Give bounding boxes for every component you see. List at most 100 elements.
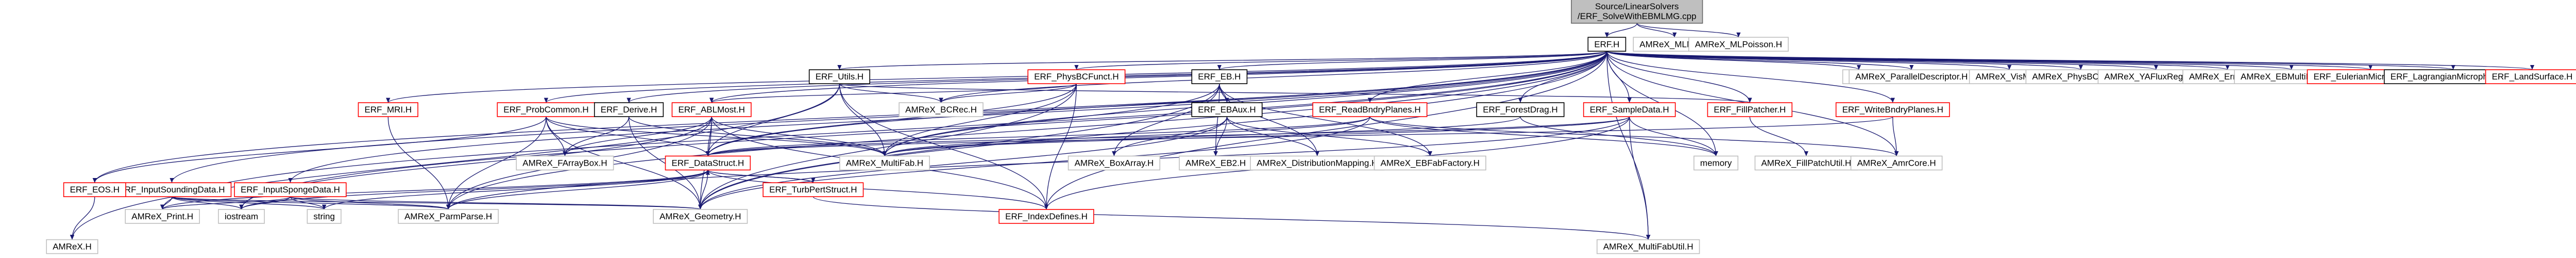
node-sampledata[interactable]: ERF_SampleData.H [1583, 102, 1676, 117]
node-label: string [313, 212, 335, 221]
node-label: iostream [225, 212, 258, 221]
edge-erf-to-iostream [239, 51, 1607, 209]
edge-sampledata-to-multifabutil [1629, 117, 1651, 240]
node-box [998, 209, 1094, 224]
edge-ebaux-to-ebfabfactory [1226, 116, 1432, 156]
node-eb2[interactable]: AMReX_EB2.H [1179, 155, 1252, 171]
node-box [808, 69, 871, 85]
node-label: AMReX_EBFabFactory.H [1381, 158, 1480, 168]
edge-erf-to-eb [1217, 51, 1607, 70]
dependency-edges [70, 23, 2534, 240]
node-landsurface[interactable]: ERF_LandSurface.H [2485, 69, 2576, 85]
node-boxarray[interactable]: AMReX_BoxArray.H [1067, 155, 1161, 171]
edge-eb-to-ebfabfactory [1219, 84, 1432, 156]
edge-erf-to-parmparse [446, 51, 1607, 209]
node-readbndry[interactable]: ERF_ReadBndryPlanes.H [1312, 102, 1428, 117]
node-bcrec[interactable]: AMReX_BCRec.H [899, 102, 984, 117]
node-box [594, 102, 664, 117]
node-box [63, 182, 126, 197]
node-eos[interactable]: ERF_EOS.H [63, 182, 126, 197]
node-ebaux[interactable]: ERF_EBAux.H [1191, 102, 1263, 117]
node-abl[interactable]: ERF_ABLMost.H [671, 102, 752, 117]
edge-sampledata-to-datastruct [706, 116, 1630, 156]
edge-writebndry-to-amrcore [1892, 117, 1899, 156]
node-label: AMReX_Print.H [131, 212, 193, 221]
edge-erf-to-print [160, 51, 1607, 209]
edge-erf-to-abl [709, 51, 1607, 103]
node-datastruct[interactable]: ERF_DataStruct.H [665, 155, 751, 171]
edge-datastruct-to-string [322, 170, 708, 210]
node-fillpatcher[interactable]: ERF_FillPatcher.H [1707, 102, 1793, 117]
node-writebndry[interactable]: ERF_WriteBndryPlanes.H [1835, 102, 1950, 117]
node-box [497, 102, 596, 117]
edge-turbstruct-to-multifabutil [812, 196, 1651, 240]
edge-ptime-to-indexdefines [1044, 84, 1077, 209]
node-box [1312, 102, 1428, 117]
node-ebfabfactory[interactable]: AMReX_EBFabFactory.H [1374, 155, 1486, 171]
node-multifab[interactable]: AMReX_MultiFab.H [839, 155, 930, 171]
node-input_sounding[interactable]: ERF_InputSoundingData.H [112, 182, 232, 197]
edge-probcommon-to-farraybox [546, 117, 567, 156]
edge-datastruct-to-indexdefines [707, 170, 1049, 210]
node-geometry[interactable]: AMReX_Geometry.H [653, 209, 748, 224]
node-iostream[interactable]: iostream [218, 209, 265, 224]
edge-derive-to-geometry [628, 117, 703, 209]
node-root: Source/LinearSolvers/ERF_SolveWithEBMLMG… [1571, 0, 1703, 24]
edge-abl-to-multifab [711, 116, 887, 156]
node-label: ERF_ReadBndryPlanes.H [1319, 105, 1420, 115]
node-memory[interactable]: memory [1693, 155, 1739, 171]
node-string[interactable]: string [307, 209, 342, 224]
node-label: ERF_LandSurface.H [2492, 72, 2573, 82]
node-box [1191, 69, 1248, 85]
node-indexdefines[interactable]: ERF_IndexDefines.H [998, 209, 1094, 224]
node-input_sponge[interactable]: ERF_InputSpongeData.H [234, 182, 347, 197]
node-utils[interactable]: ERF_Utils.H [808, 69, 871, 85]
node-label: ERF_InputSpongeData.H [241, 185, 340, 195]
edge-sampledata-to-memory [1629, 116, 1718, 156]
node-box [762, 182, 864, 197]
node-derive[interactable]: ERF_Derive.H [594, 102, 664, 117]
node-label: AMReX_FArrayBox.H [522, 158, 607, 168]
node-label: AMReX_BCRec.H [905, 105, 977, 115]
node-fillpatchutil[interactable]: AMReX_FillPatchUtil.H [1754, 155, 1858, 171]
edge-eb-to-eb2 [1213, 84, 1220, 156]
node-paralleldesc[interactable]: AMReX_ParallelDescriptor.H [1849, 69, 1975, 85]
node-farraybox[interactable]: AMReX_FArrayBox.H [516, 155, 614, 171]
node-mrf[interactable]: ERF_MRI.H [358, 102, 418, 117]
node-mlpoisson[interactable]: AMReX_MLPoisson.H [1688, 37, 1789, 52]
edge-erf-to-mrf [386, 51, 1607, 103]
node-forestdrag[interactable]: ERF_ForestDrag.H [1476, 102, 1565, 117]
edge-ptime-to-bcrec [939, 83, 1077, 103]
node-label: AMReX_Geometry.H [659, 212, 741, 221]
node-box [653, 209, 748, 224]
node-parmparse[interactable]: AMReX_ParmParse.H [398, 209, 499, 224]
edge-utils-to-datastruct [705, 84, 840, 156]
node-label: ERF_ForestDrag.H [1483, 105, 1557, 115]
node-box [665, 155, 751, 171]
node-label: /ERF_SolveWithEBMLMG.cpp [1578, 11, 1697, 21]
node-box [1850, 155, 1943, 171]
node-box [125, 209, 200, 224]
node-erf[interactable]: ERF.H [1587, 37, 1626, 52]
node-eb[interactable]: ERF_EB.H [1191, 69, 1248, 85]
edge-erf-to-ebmfutil [1606, 51, 2294, 70]
node-distmap[interactable]: AMReX_DistributionMapping.H [1250, 155, 1385, 171]
edge-eb-to-distmap [1219, 84, 1319, 156]
edge-erf-to-eulerian [1606, 51, 2372, 70]
edge-input_sounding-to-iostream [171, 196, 244, 210]
node-multifabutil[interactable]: AMReX_MultiFabUtil.H [1597, 239, 1700, 254]
edge-utils-to-amrex [70, 84, 840, 240]
edge-input_sounding-to-string [171, 196, 327, 210]
node-print[interactable]: AMReX_Print.H [125, 209, 200, 224]
node-label: ERF_ABLMost.H [678, 105, 744, 115]
node-box [1583, 102, 1676, 117]
node-amrcore[interactable]: AMReX_AmrCore.H [1850, 155, 1943, 171]
node-probcommon[interactable]: ERF_ProbCommon.H [497, 102, 596, 117]
edge-eb-to-boxarray [1112, 84, 1220, 156]
node-turbstruct[interactable]: ERF_TurbPertStruct.H [762, 182, 864, 197]
node-box [234, 182, 347, 197]
edge-erf-to-eos [92, 51, 1607, 183]
node-label: ERF_InputSoundingData.H [118, 185, 225, 195]
node-ptime[interactable]: ERF_PhysBCFunct.H [1027, 69, 1126, 85]
node-amrex[interactable]: AMReX.H [46, 239, 98, 254]
